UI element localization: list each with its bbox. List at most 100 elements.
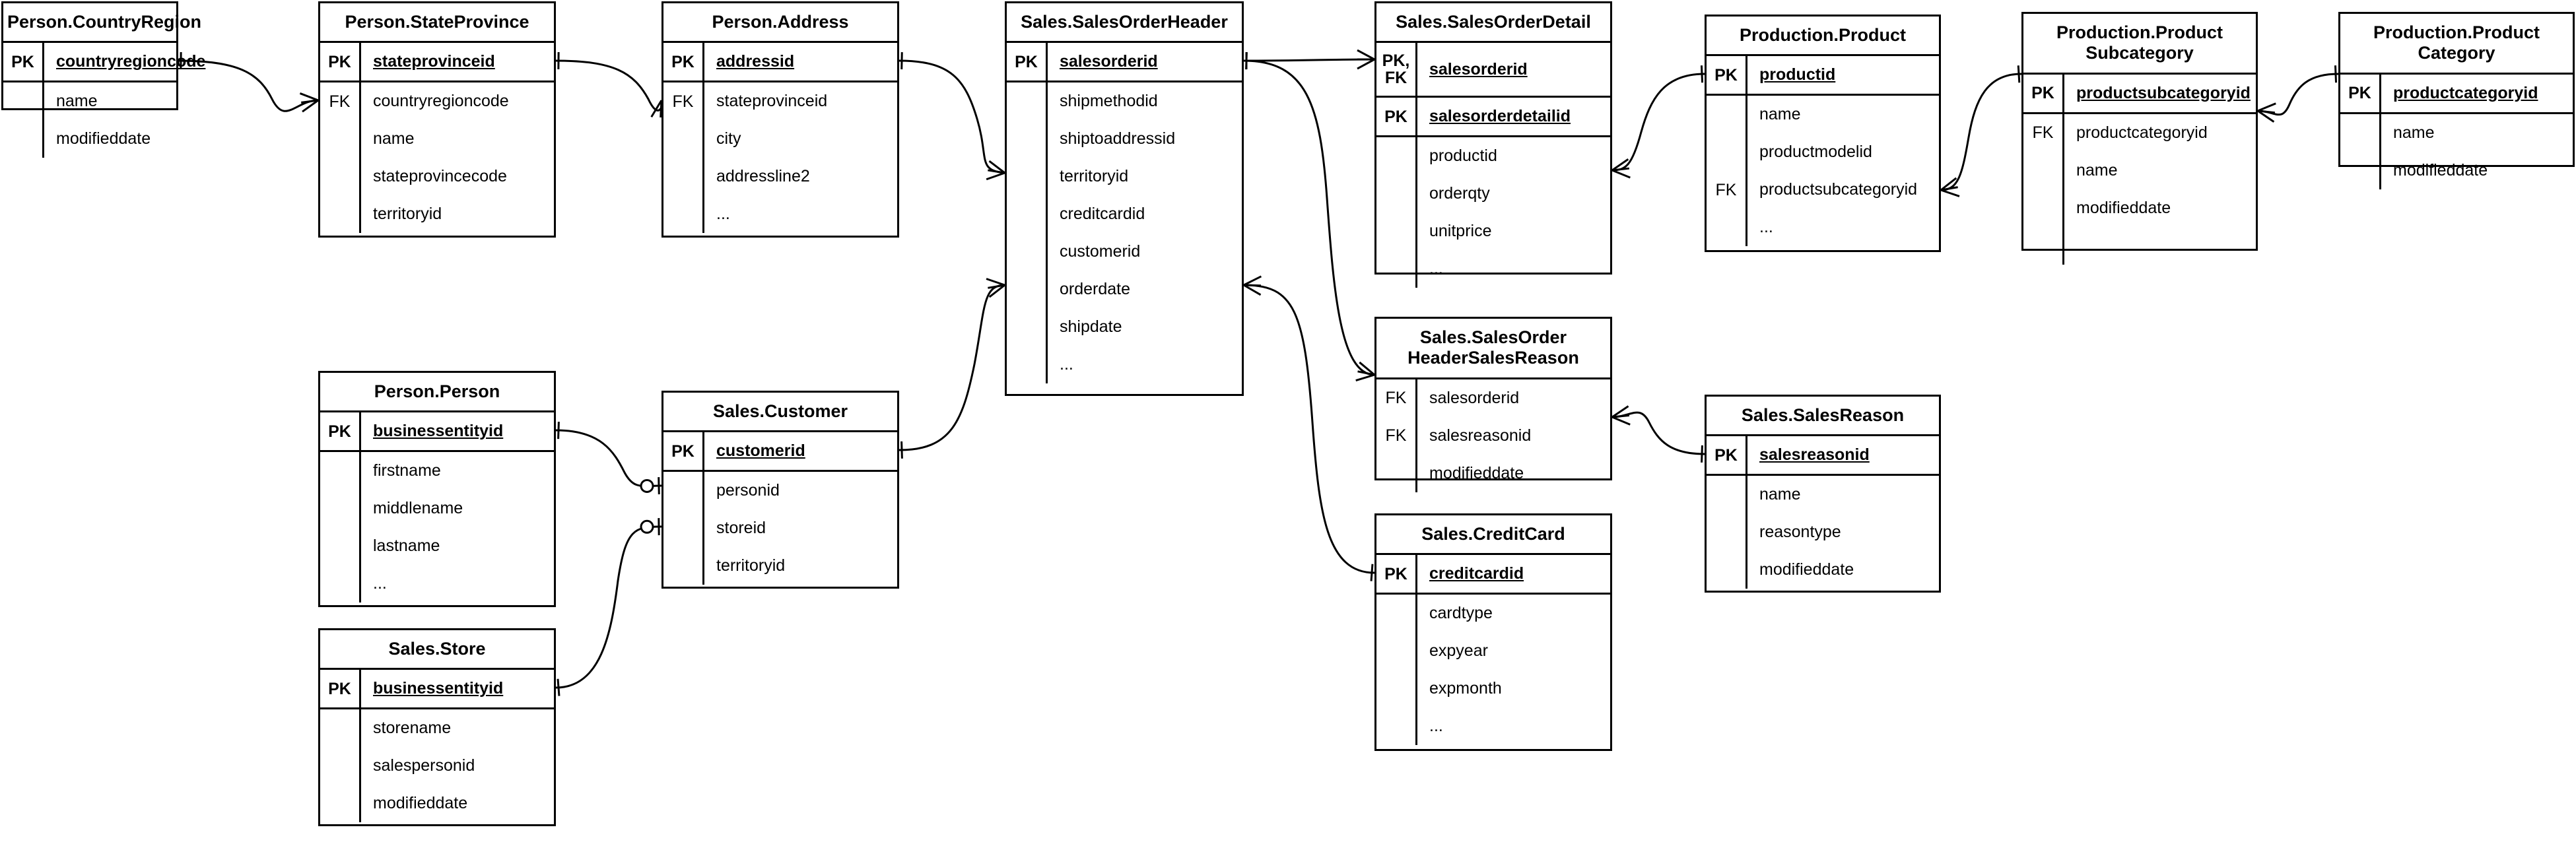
attribute-tag xyxy=(320,195,361,234)
attribute-row[interactable]: orderqty xyxy=(1376,175,1610,213)
attribute-row[interactable]: customerid xyxy=(1007,233,1242,271)
attribute-row[interactable]: city xyxy=(663,120,897,158)
attribute-row[interactable]: modifieddate xyxy=(2023,189,2256,227)
attribute-row[interactable]: modifieddate xyxy=(1376,454,1610,492)
attribute-tag xyxy=(663,472,704,510)
attribute-tag xyxy=(1007,271,1048,309)
attribute-row[interactable]: salespersonid xyxy=(320,747,554,785)
attribute-row[interactable]: creditcardid xyxy=(1007,195,1242,234)
crows-foot-prong xyxy=(1611,414,1630,418)
attribute-row[interactable]: productid xyxy=(1376,137,1610,176)
attribute-row[interactable]: name xyxy=(3,82,176,121)
attribute-row[interactable]: name xyxy=(2340,114,2573,152)
attribute-row[interactable]: stateprovincecode xyxy=(320,158,554,196)
attribute-row[interactable]: productmodelid xyxy=(1707,133,1939,172)
attribute-row[interactable]: ... xyxy=(663,195,897,234)
relationship-rel-salesorderheader-salesreasonlink[interactable] xyxy=(1243,52,1375,381)
crows-foot-prong xyxy=(2257,110,2276,114)
attribute-row[interactable]: modifieddate xyxy=(3,120,176,158)
attribute-row[interactable]: ... xyxy=(2023,226,2256,265)
attribute-row[interactable]: shipmethodid xyxy=(1007,82,1242,121)
attribute-row[interactable]: ... xyxy=(320,565,554,603)
attribute-row[interactable]: unitprice xyxy=(1376,212,1610,251)
attribute-row[interactable]: ... xyxy=(1007,346,1242,384)
attribute-row[interactable]: name xyxy=(2023,151,2256,189)
attribute-row[interactable]: lastname xyxy=(320,527,554,566)
attribute-row[interactable]: reasontype xyxy=(1707,513,1939,552)
relationship-rel-salesorderheader-salesorderdetail[interactable] xyxy=(1243,49,1375,70)
attribute-row[interactable]: name xyxy=(320,120,554,158)
attribute-row[interactable]: modifieddate xyxy=(320,785,554,823)
attribute-row[interactable]: name xyxy=(1707,476,1939,514)
attribute-row[interactable]: shipdate xyxy=(1007,308,1242,346)
attribute-row[interactable]: middlename xyxy=(320,490,554,528)
attribute-row[interactable]: territoryid xyxy=(663,547,897,585)
attribute-row[interactable]: ... xyxy=(1376,250,1610,288)
attribute-row[interactable]: addressline2 xyxy=(663,158,897,196)
attribute-row[interactable]: modifieddate xyxy=(1707,551,1939,589)
attribute-row[interactable]: shiptoaddressid xyxy=(1007,120,1242,158)
relationship-rel-subcategory-category[interactable] xyxy=(2257,65,2339,123)
attribute-row[interactable]: cardtype xyxy=(1376,595,1610,633)
attribute-row[interactable]: territoryid xyxy=(320,195,554,234)
attribute-row[interactable]: expmonth xyxy=(1376,670,1610,708)
attribute-row[interactable]: territoryid xyxy=(1007,158,1242,196)
attribute-row[interactable]: firstname xyxy=(320,452,554,490)
attribute-row[interactable]: storeid xyxy=(663,509,897,548)
attribute-row[interactable]: personid xyxy=(663,472,897,510)
attribute-row[interactable]: expyear xyxy=(1376,632,1610,670)
attribute-row[interactable]: storename xyxy=(320,709,554,748)
attribute-row[interactable]: name xyxy=(1707,96,1939,134)
attribute-row[interactable]: ... xyxy=(1707,209,1939,247)
attribute-tag xyxy=(320,490,361,528)
relationship-rel-salesreason-link[interactable] xyxy=(1611,405,1705,463)
relationship-rel-customer-salesorderheader[interactable] xyxy=(898,278,1005,459)
attribute-row[interactable]: orderdate xyxy=(1007,271,1242,309)
attribute-row[interactable]: ... xyxy=(1376,707,1610,746)
relationship-rel-salesorderdetail-product[interactable] xyxy=(1611,65,1705,179)
relationship-rel-person-customer[interactable] xyxy=(555,422,662,495)
attribute-row[interactable]: modifieddate xyxy=(2340,151,2573,189)
relationship-rel-product-subcategory[interactable] xyxy=(1940,65,2022,197)
relationship-rel-address-salesorderheader[interactable] xyxy=(898,52,1005,181)
relationship-rel-store-customer[interactable] xyxy=(555,518,662,696)
key-column-name: businessentityid xyxy=(373,422,504,441)
relationship-rel-stateprovince-address[interactable] xyxy=(555,52,671,119)
relationship-rel-creditcard-salesorderheader[interactable] xyxy=(1243,275,1375,581)
